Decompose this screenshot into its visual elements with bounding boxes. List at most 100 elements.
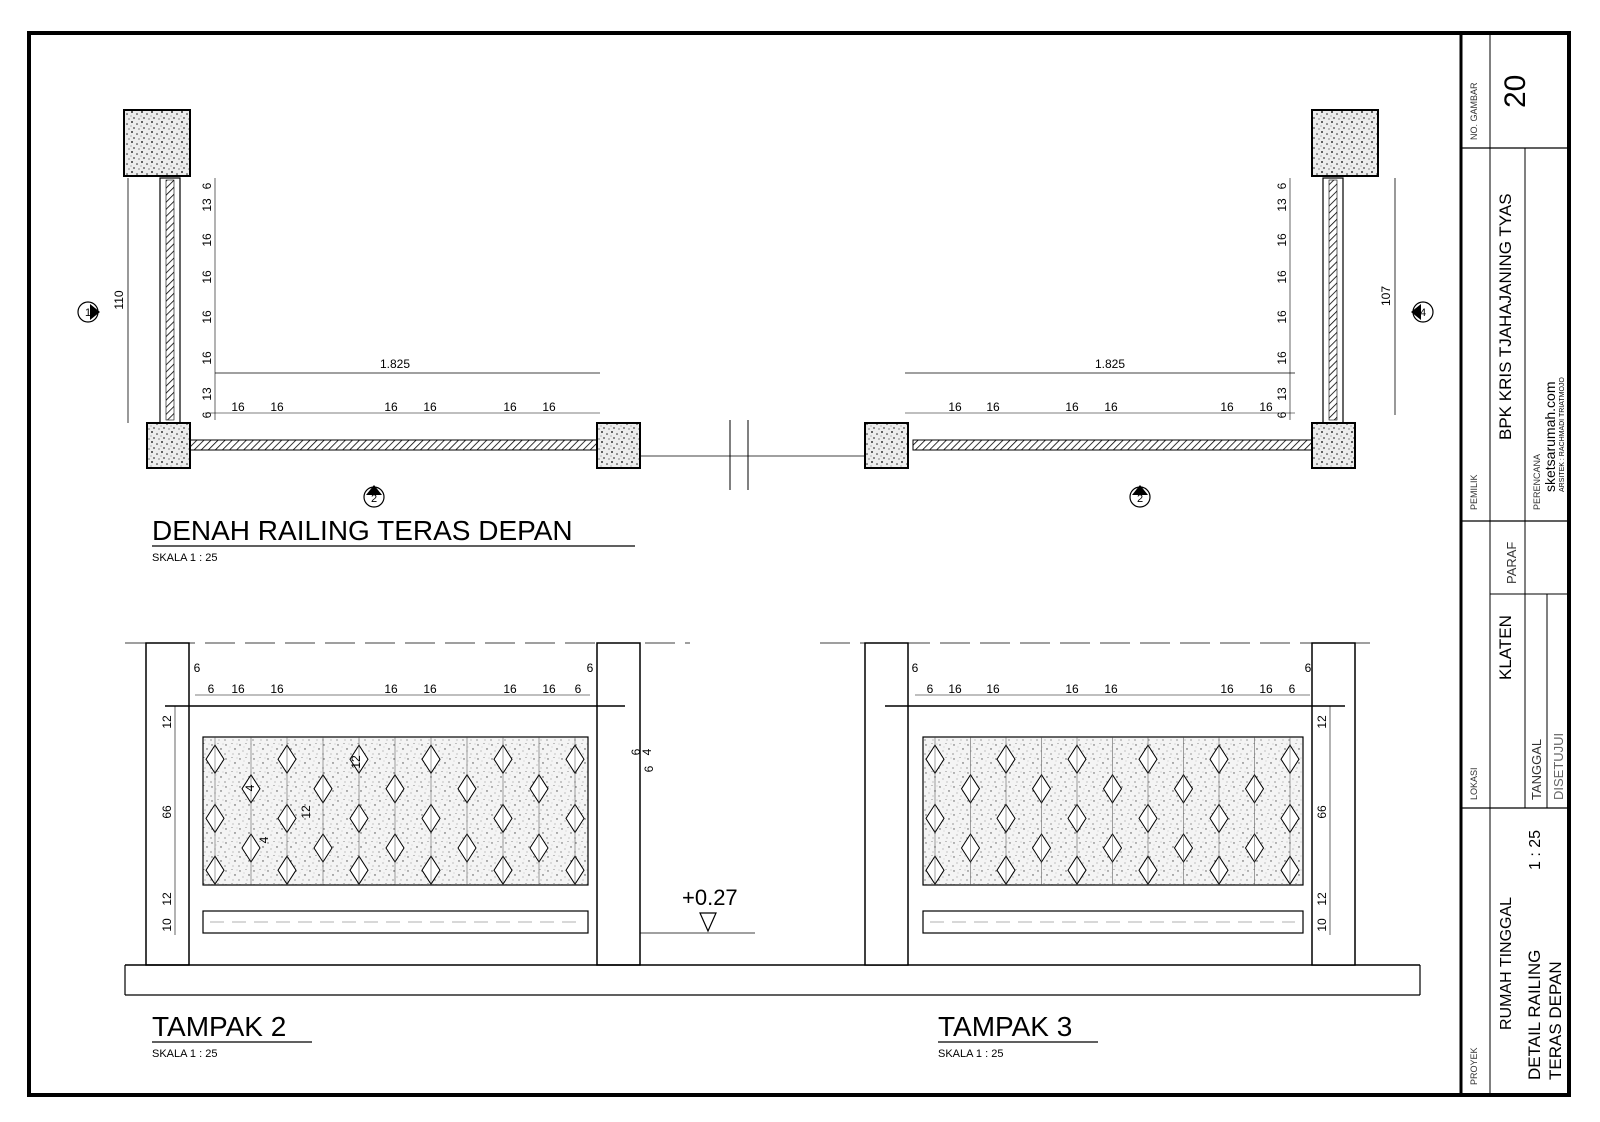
plan-scale: SKALA 1 : 25 (152, 552, 217, 564)
svg-text:16: 16 (1220, 400, 1234, 414)
svg-text:2: 2 (1137, 493, 1143, 505)
svg-text:6: 6 (642, 765, 656, 772)
elev-right-dims-side: 12 66 12 10 (1315, 706, 1331, 935)
dim-v-right-2: 16 (1275, 233, 1289, 247)
svg-text:16: 16 (270, 682, 284, 696)
elev-left-dims-top: 6 6 16 16 16 16 16 16 6 6 (194, 661, 594, 696)
dim-v-left-8: 6 (200, 411, 214, 418)
elev-left-column-1 (145, 642, 190, 966)
column-top-right (1311, 109, 1379, 177)
no-gambar-label: NO. GAMBAR (1469, 82, 1479, 140)
dim-v-right-8: 6 (1275, 411, 1289, 418)
dim-v-right-0: 6 (1275, 182, 1289, 189)
disetujui-label: DISETUJUI (1551, 733, 1566, 800)
dim-v-right-1: 13 (1275, 198, 1289, 212)
svg-text:4: 4 (640, 748, 654, 755)
dims-horizontal-right: 16 16 16 16 16 16 (905, 400, 1295, 414)
span-dimension-right: 1.825 (1095, 357, 1125, 371)
perencana-label: PERENCANA (1532, 454, 1542, 510)
website: sketsarumah.com (1542, 382, 1558, 492)
pemilik-label: PEMILIK (1469, 474, 1479, 510)
svg-text:10: 10 (160, 918, 174, 932)
elev-left-infill-panel (202, 736, 589, 886)
railing-front-left (189, 439, 601, 451)
pemilik-value: BPK KRIS TJAHAJANING TYAS (1496, 193, 1515, 440)
depth-dimension-left: 110 (112, 290, 126, 309)
svg-text:16: 16 (231, 682, 245, 696)
dim-v-left-1: 13 (200, 198, 214, 212)
section-marker-2-left: 2 (363, 485, 385, 508)
level-triangle (699, 912, 717, 933)
dim-v-right-3: 16 (1275, 270, 1289, 284)
elev-right-column-2 (1311, 642, 1356, 966)
arsitek: ARSITEK : RACHMADI TRIATMOJO (1559, 377, 1566, 492)
column-top-left (123, 109, 191, 177)
svg-text:12: 12 (160, 715, 174, 729)
paraf-label: PARAF (1504, 542, 1519, 584)
column-mid-right (864, 422, 909, 469)
svg-text:16: 16 (986, 682, 1000, 696)
svg-text:16: 16 (948, 400, 962, 414)
svg-text:4: 4 (243, 784, 257, 791)
dim-v-left-5: 16 (200, 351, 214, 365)
sheet-border (27, 31, 1571, 1097)
dims-vertical-left: 6 13 16 16 16 16 13 6 (200, 178, 216, 420)
dim-v-left-0: 6 (200, 182, 214, 189)
svg-text:16: 16 (542, 682, 556, 696)
elevation-tampak-2: +0.27 6 6 16 16 16 16 16 16 6 6 12 66 12… (124, 642, 1421, 1060)
elev-right-dims-top: 6 6 16 16 16 16 16 16 6 6 (912, 661, 1312, 696)
svg-text:16: 16 (1104, 682, 1118, 696)
section-marker-1: 1 (77, 301, 100, 323)
elev-left-detail-dims: 6 4 6 12 12 4 4 (243, 748, 656, 843)
svg-text:6: 6 (587, 661, 594, 675)
no-gambar-value: 20 (1499, 75, 1532, 108)
svg-text:16: 16 (1065, 682, 1079, 696)
dim-v-right-5: 16 (1275, 351, 1289, 365)
svg-text:2: 2 (371, 493, 377, 505)
dim-v-left-7: 13 (200, 387, 214, 401)
elev-right-title: TAMPAK 3 (938, 1011, 1072, 1042)
svg-text:6: 6 (1289, 682, 1296, 696)
column-corner-right (1311, 422, 1356, 469)
svg-text:12: 12 (299, 805, 313, 819)
svg-text:6: 6 (194, 661, 201, 675)
svg-text:66: 66 (160, 805, 174, 819)
svg-text:12: 12 (160, 892, 174, 906)
elev-right-scale: SKALA 1 : 25 (938, 1048, 1003, 1060)
svg-text:16: 16 (503, 400, 517, 414)
elev-left-dims-side: 12 66 12 10 (160, 706, 176, 935)
judul-line-1: DETAIL RAILING (1525, 950, 1544, 1080)
dim-v-left-3: 16 (200, 270, 214, 284)
elevation-tampak-3: 6 6 16 16 16 16 16 16 6 6 12 66 12 10 TA… (820, 642, 1380, 1060)
level-marker: +0.27 (682, 885, 738, 910)
svg-text:6: 6 (1305, 661, 1312, 675)
svg-text:6: 6 (629, 748, 643, 755)
svg-text:16: 16 (231, 400, 245, 414)
lokasi-label: LOKASI (1469, 767, 1479, 800)
svg-text:6: 6 (575, 682, 582, 696)
railing-front-right (912, 439, 1314, 451)
elev-right-column-1 (864, 642, 909, 966)
span-dimension-left: 1.825 (380, 357, 410, 371)
svg-text:16: 16 (1220, 682, 1234, 696)
svg-text:6: 6 (927, 682, 934, 696)
svg-text:12: 12 (1315, 892, 1329, 906)
svg-text:1: 1 (85, 307, 91, 319)
elev-left-column-2 (596, 642, 641, 966)
svg-text:16: 16 (1259, 682, 1273, 696)
elev-left-title: TAMPAK 2 (152, 1011, 286, 1042)
elev-left-scale: SKALA 1 : 25 (152, 1048, 217, 1060)
svg-text:16: 16 (1104, 400, 1118, 414)
elev-left-diamond-pattern (205, 737, 585, 886)
title-block: NO. GAMBAR 20 PEMILIK BPK KRIS TJAHAJANI… (1461, 33, 1569, 1095)
svg-text:16: 16 (384, 400, 398, 414)
railing-side-left-hatch (165, 179, 175, 421)
svg-text:16: 16 (986, 400, 1000, 414)
svg-text:16: 16 (1259, 400, 1273, 414)
svg-text:16: 16 (542, 400, 556, 414)
svg-text:4: 4 (257, 836, 271, 843)
railing-side-right-hatch (1328, 179, 1338, 421)
svg-text:12: 12 (1315, 715, 1329, 729)
tanggal-label: TANGGAL (1529, 739, 1544, 800)
svg-text:12: 12 (349, 755, 363, 769)
